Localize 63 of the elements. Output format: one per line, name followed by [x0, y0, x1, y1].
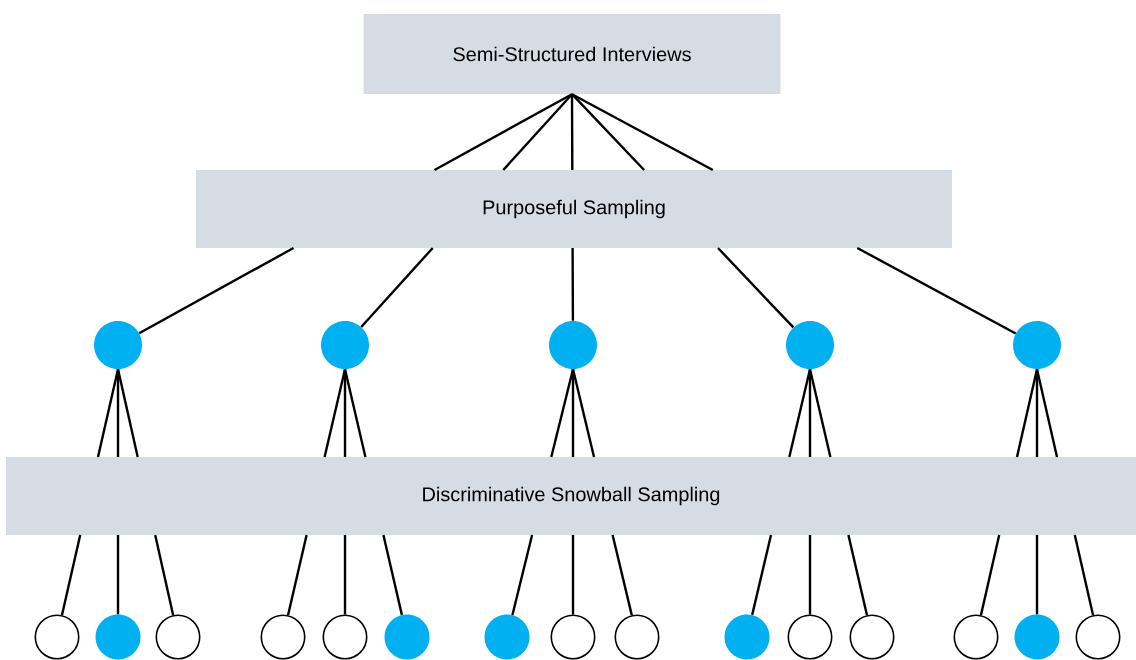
connector-line: [570, 94, 574, 170]
node-circle: [484, 614, 530, 660]
node-circle: [724, 614, 770, 660]
connector-line: [979, 534, 1001, 616]
connector-line: [511, 534, 534, 616]
connector-line: [343, 369, 347, 457]
connector-line: [788, 368, 812, 458]
connector-line: [571, 93, 645, 171]
connector-line: [550, 368, 575, 458]
connector-line: [808, 535, 812, 615]
node-circle: [953, 614, 999, 660]
connector-line: [1035, 368, 1059, 458]
node-circle: [614, 614, 660, 660]
node-circle: [786, 321, 834, 369]
node-circle: [155, 614, 201, 660]
connector-line: [571, 93, 714, 172]
stage-band: Purposeful Sampling: [196, 170, 952, 248]
connector-line: [286, 534, 308, 616]
connector-line: [856, 246, 1017, 335]
node-circle: [1014, 614, 1060, 660]
connector-line: [116, 368, 139, 458]
connector-line: [717, 247, 795, 329]
node-circle: [549, 321, 597, 369]
node-circle: [322, 614, 368, 660]
connector-line: [1015, 368, 1039, 458]
node-circle: [384, 614, 430, 660]
connector-line: [808, 369, 812, 457]
connector-line: [343, 535, 347, 615]
title-box: Semi-Structured Interviews: [363, 14, 781, 94]
node-circle: [787, 614, 833, 660]
connector-line: [571, 535, 575, 615]
node-circle: [1013, 321, 1061, 369]
connector-line: [571, 248, 575, 321]
connector-line: [382, 534, 404, 616]
connector-line: [751, 534, 773, 616]
connector-line: [116, 369, 120, 457]
connector-line: [60, 534, 82, 616]
connector-line: [138, 246, 295, 335]
connector-line: [808, 368, 832, 458]
connector-line: [847, 534, 869, 616]
node-circle: [260, 614, 306, 660]
node-circle: [550, 614, 596, 660]
node-circle: [321, 321, 369, 369]
connector-line: [611, 534, 633, 616]
connector-line: [1073, 534, 1095, 616]
connector-line: [1035, 535, 1039, 615]
connector-line: [571, 368, 596, 458]
connector-line: [433, 93, 573, 172]
connector-line: [96, 368, 120, 458]
node-circle: [1075, 614, 1121, 660]
connector-line: [116, 535, 120, 615]
node-circle: [849, 614, 895, 660]
connector-line: [571, 369, 575, 457]
node-circle: [94, 321, 142, 369]
connector-line: [154, 534, 175, 616]
connector-line: [360, 247, 434, 328]
node-circle: [95, 614, 141, 660]
connector-line: [1035, 369, 1039, 457]
connector-line: [343, 368, 367, 458]
connector-line: [502, 93, 573, 171]
connector-line: [323, 368, 347, 458]
stage-band: Discriminative Snowball Sampling: [6, 457, 1136, 535]
node-circle: [34, 614, 80, 660]
